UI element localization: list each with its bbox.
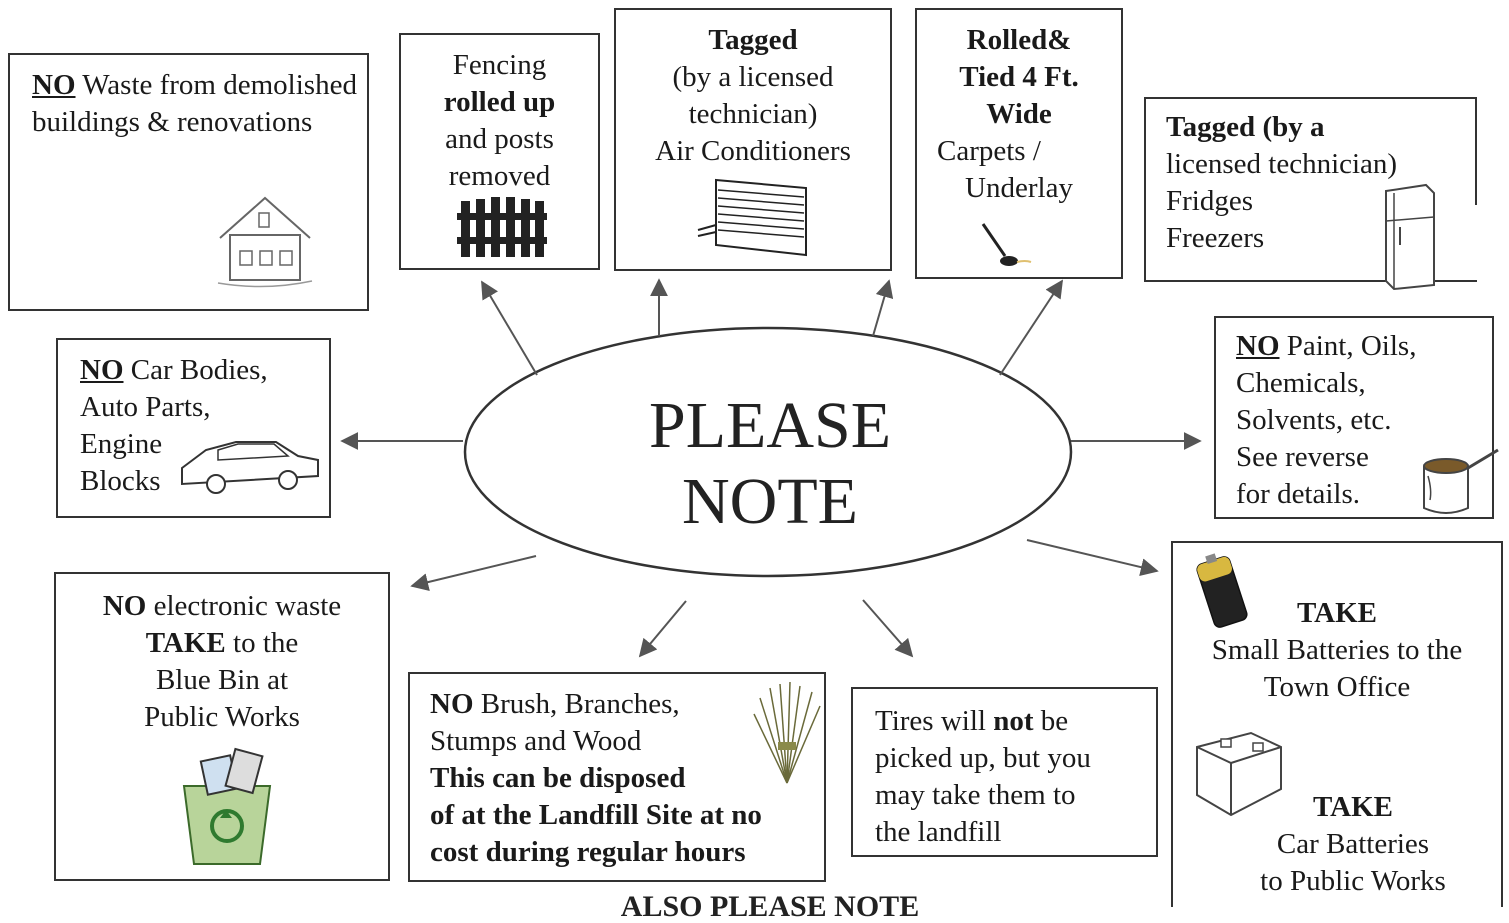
batteries-line3: Car Batteries — [1276, 828, 1430, 860]
carpets-box: Rolled& Tied 4 Ft. Wide Carpets / Underl… — [915, 8, 1123, 279]
batteries-take1: TAKE — [1296, 597, 1378, 629]
batteries-box: TAKE Small Batteries to the Town Office … — [1171, 541, 1503, 907]
fridges-by-a: (by a — [1262, 111, 1325, 143]
center-title-line1: PLEASE — [648, 389, 892, 462]
carpets-line4: Carpets / — [937, 135, 1041, 167]
fridges-box: Tagged (by a licensed technician) Fridge… — [1144, 97, 1477, 291]
air-conditioners-box: Tagged (by a licensed technician) Air Co… — [614, 8, 892, 271]
paint-line3: Solvents, etc. — [1236, 404, 1392, 436]
brush-line4: of at the Landfill Site at no — [430, 799, 762, 831]
fridges-line4: Freezers — [1166, 222, 1265, 254]
electronic-line2: to the — [233, 627, 299, 659]
cars-line1: Car Bodies, — [130, 354, 268, 386]
demolition-box: NO Waste from demolished buildings & ren… — [8, 53, 369, 311]
arrow-brush — [638, 600, 687, 658]
fencing-line3: and posts — [445, 123, 554, 155]
arrow-carpets-a — [872, 279, 894, 337]
house-icon — [217, 196, 313, 288]
carpets-line1: Rolled& — [966, 24, 1072, 56]
brush-line3: This can be disposed — [430, 762, 686, 794]
carpets-line3: Wide — [986, 98, 1052, 130]
footer-note: ALSO PLEASE NOTE — [620, 890, 920, 923]
carpets-line5: Underlay — [965, 172, 1073, 204]
center-ellipse — [463, 326, 1073, 578]
paint-line1: Paint, Oils, — [1286, 330, 1417, 362]
fencing-box: Fencing rolled up and posts removed — [399, 33, 600, 270]
tires-line1b: be — [1040, 705, 1069, 737]
arrow-electronic — [410, 555, 537, 591]
fridges-box-right-border — [1475, 97, 1477, 205]
cars-box: NO Car Bodies, Auto Parts, Engine Blocks — [56, 338, 331, 518]
car-battery-icon — [1196, 731, 1282, 817]
carpets-line2: Tied 4 Ft. — [959, 61, 1079, 93]
tires-line1a: Tires will — [875, 705, 986, 737]
batteries-line4: to Public Works — [1260, 865, 1446, 897]
arrow-batteries — [1026, 539, 1159, 576]
electronic-take: TAKE — [145, 627, 226, 659]
air-conditioner-icon — [697, 178, 807, 257]
tires-line2: picked up, but you — [875, 742, 1091, 774]
ac-line1: Tagged — [708, 24, 798, 56]
ac-line3: technician) — [688, 98, 818, 130]
electronic-no: NO — [102, 590, 147, 622]
fencing-line4: removed — [448, 160, 551, 192]
cars-no: NO — [80, 354, 124, 386]
fence-icon — [457, 197, 547, 257]
demolition-text: Waste from demolished buildings & renova… — [32, 69, 357, 138]
electronic-line1: electronic waste — [153, 590, 342, 622]
batteries-line2: Town Office — [1263, 671, 1411, 703]
demolition-no: NO — [32, 69, 76, 101]
carpet-roll-icon — [981, 223, 1032, 266]
fridge-icon — [1385, 183, 1435, 291]
tires-not: not — [993, 705, 1034, 737]
brush-line1: Brush, Branches, — [480, 688, 680, 720]
brush-box: NO Brush, Branches, Stumps and Wood This… — [408, 672, 826, 882]
small-battery-icon — [1196, 553, 1248, 628]
fridges-line2: licensed technician) — [1166, 148, 1398, 180]
ac-line4: Air Conditioners — [655, 135, 851, 167]
arrow-carpets-b — [999, 279, 1063, 376]
paint-can-icon — [1423, 448, 1499, 514]
fridges-line3: Fridges — [1166, 185, 1253, 217]
fencing-line2: rolled up — [443, 86, 556, 118]
tires-box: Tires will not be picked up, but you may… — [851, 687, 1158, 857]
paint-box: NO Paint, Oils, Chemicals, Solvents, etc… — [1214, 316, 1499, 519]
fridges-tagged: Tagged — [1166, 111, 1256, 143]
fencing-line1: Fencing — [452, 49, 547, 81]
cars-line4: Blocks — [80, 465, 161, 497]
paint-line4: See reverse — [1236, 441, 1369, 473]
branches-icon — [753, 681, 821, 784]
electronic-line3: Blue Bin at — [155, 664, 289, 696]
recycle-bin-icon — [182, 747, 272, 865]
paint-line5: for details. — [1236, 478, 1361, 510]
paint-line2: Chemicals, — [1236, 367, 1366, 399]
electronic-line4: Public Works — [144, 701, 300, 733]
brush-line5: cost during regular hours — [430, 836, 746, 868]
paint-no: NO — [1236, 330, 1280, 362]
tires-line4: the landfill — [875, 816, 1002, 848]
car-icon — [181, 441, 319, 494]
arrow-fencing — [481, 280, 538, 376]
batteries-line1: Small Batteries to the — [1211, 634, 1463, 666]
center-title-line2: NOTE — [682, 465, 858, 538]
brush-line2: Stumps and Wood — [430, 725, 642, 757]
batteries-take2: TAKE — [1312, 791, 1394, 823]
cars-line2: Auto Parts, — [80, 391, 211, 423]
center-title: PLEASE NOTE — [560, 388, 980, 540]
electronic-box: NO electronic waste TAKE to the Blue Bin… — [54, 572, 390, 881]
tires-line3: may take them to — [875, 779, 1076, 811]
ac-line2: (by a licensed — [672, 61, 834, 93]
cars-line3: Engine — [80, 428, 163, 460]
brush-no: NO — [430, 688, 474, 720]
arrow-tires — [862, 599, 914, 658]
